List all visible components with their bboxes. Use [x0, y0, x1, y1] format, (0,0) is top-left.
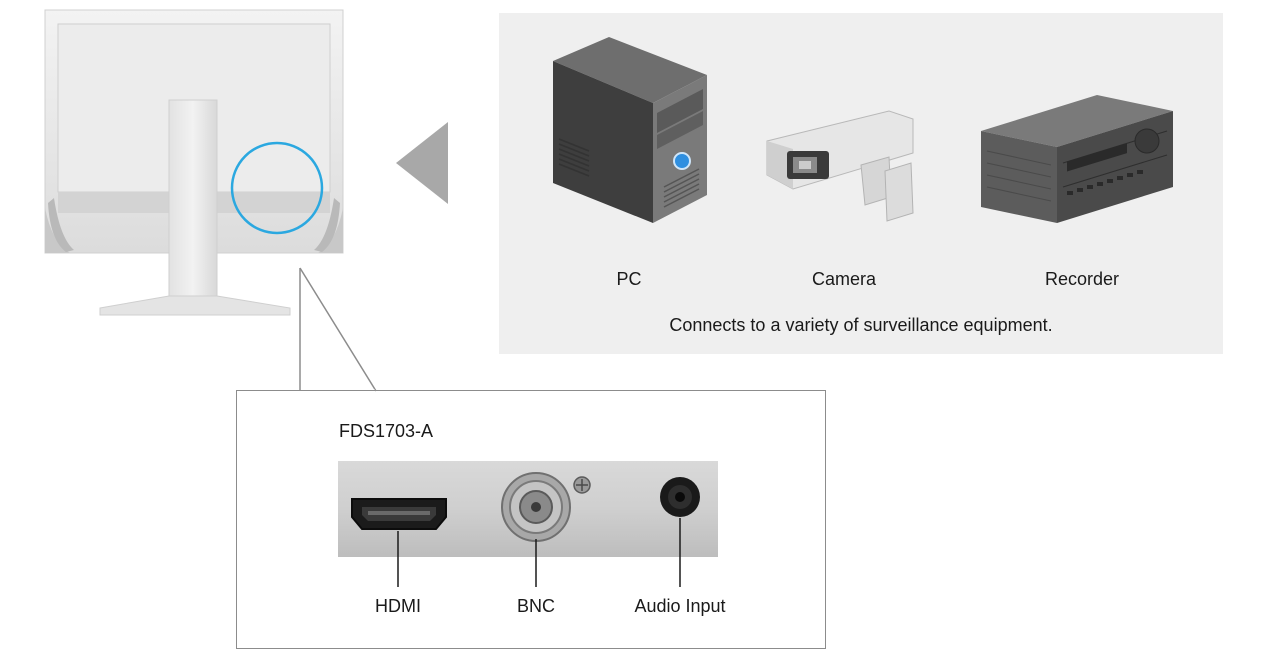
- device-label-recorder: Recorder: [1044, 269, 1120, 289]
- equipment-panel: PC Camera Recorder Connects to a variety…: [499, 13, 1223, 354]
- left-arrow-icon: [396, 122, 448, 204]
- port-label-hdmi: HDMI: [375, 596, 421, 616]
- security-camera-icon: [761, 105, 921, 225]
- monitor-rear-illustration: [40, 8, 352, 320]
- port-label-bnc: BNC: [516, 596, 556, 616]
- audio-jack-icon: [660, 477, 700, 517]
- equipment-caption: Connects to a variety of surveillance eq…: [669, 315, 1053, 335]
- model-name: FDS1703-A: [339, 421, 434, 441]
- hdmi-port-icon: [351, 498, 447, 530]
- pc-tower-icon: [549, 35, 709, 235]
- device-label-camera: Camera: [811, 269, 877, 289]
- recorder-icon: [977, 91, 1177, 231]
- device-label-pc: PC: [616, 269, 642, 289]
- port-leader-lines: [397, 518, 681, 587]
- bnc-port-icon: [501, 472, 591, 542]
- port-callout-box: FDS1703-A: [236, 390, 826, 649]
- port-highlight-circle: [230, 141, 324, 235]
- port-label-audio-input: Audio Input: [634, 596, 726, 616]
- port-panel-photo: [338, 461, 718, 557]
